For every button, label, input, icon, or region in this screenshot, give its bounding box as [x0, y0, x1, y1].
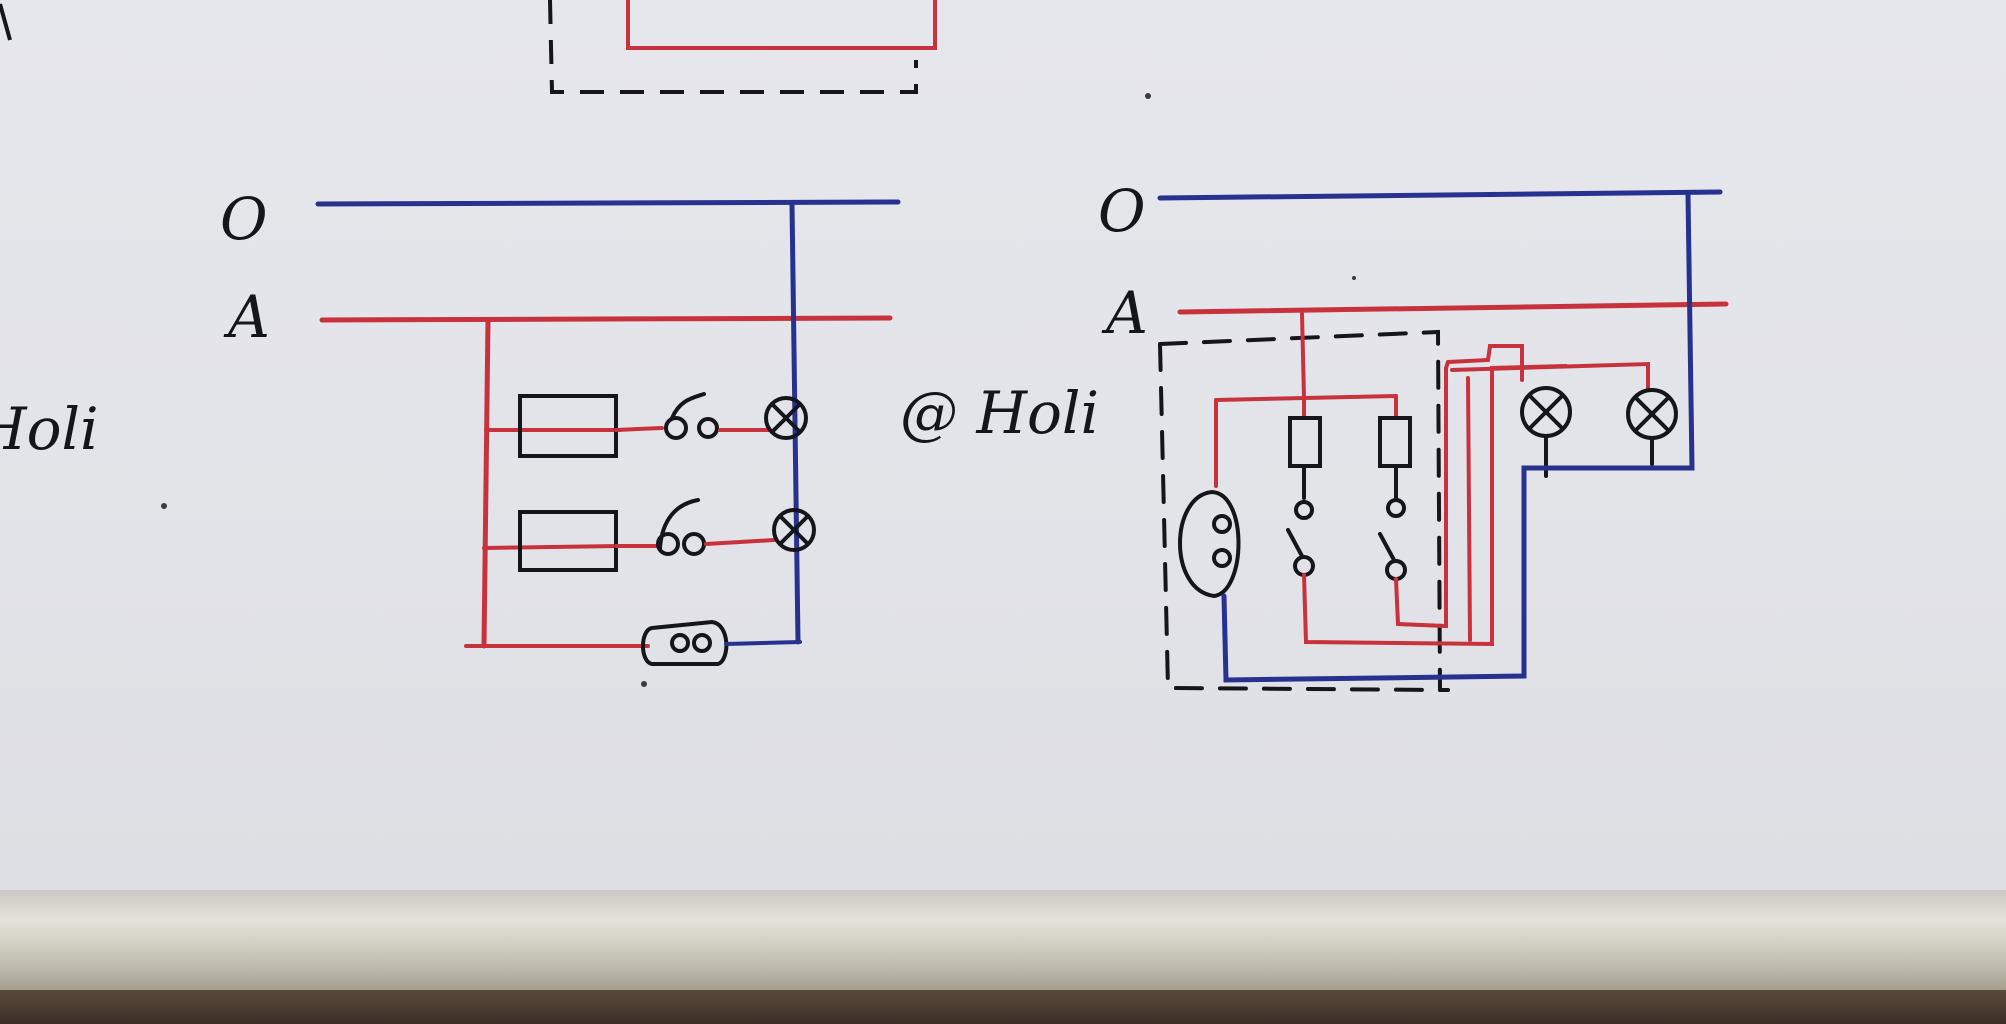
left-circuit [315, 199, 901, 666]
socket-right [1178, 489, 1241, 599]
lamp-feed-2 [1450, 361, 1650, 390]
socket [641, 619, 729, 666]
distribution-box-dashed [1158, 329, 1450, 692]
paper-specks [161, 93, 1356, 687]
right-neutral-bus [1157, 189, 1723, 201]
left-neutral-label: O [220, 185, 268, 253]
fuse-1 [518, 394, 618, 458]
fragment-dashed-box [548, 0, 918, 94]
right-circuit [1157, 189, 1729, 692]
left-bottom-neutral-wire [724, 640, 802, 646]
fragment-red-wire [626, 0, 937, 50]
switch-b [1378, 498, 1407, 581]
previous-diagram-fragment [0, 0, 937, 94]
left-phase-bus [319, 315, 893, 323]
lamp-1 [764, 396, 808, 440]
left-branch-2-wire-a [482, 544, 622, 550]
fuse-2 [518, 510, 618, 572]
switch-a-output [1302, 364, 1568, 647]
side-note: Holi [0, 400, 99, 458]
left-phase-label: A [228, 283, 270, 351]
fuse-b [1378, 416, 1412, 468]
floor-edge [0, 990, 2006, 1024]
right-phase-label: A [1106, 279, 1148, 347]
left-branch-2-wire-c [704, 538, 776, 546]
switch-b-output [1394, 360, 1450, 629]
mid-note-mark: @ [900, 379, 958, 447]
side-note-text: Holi [0, 395, 99, 463]
left-neutral-drop [789, 201, 801, 645]
whiteboard-tray [0, 890, 2006, 990]
lamp-a [1520, 386, 1572, 478]
lamp-b [1626, 388, 1678, 466]
right-phase-bus [1177, 301, 1729, 315]
right-neutral-return [1221, 191, 1695, 683]
mid-note-text: Holi [976, 379, 1100, 447]
switch-a [1286, 500, 1315, 577]
right-phase-drop [1214, 312, 1398, 402]
right-neutral-label: O [1098, 177, 1146, 245]
switch-1 [664, 392, 719, 440]
lamp-feed-1 [1446, 344, 1524, 382]
left-phase-drop [481, 317, 491, 649]
fragment-corner-mark [0, 3, 12, 41]
switch-2 [656, 498, 706, 556]
mid-note: @ Holi [900, 384, 1099, 442]
lamp-2 [772, 508, 816, 552]
left-branch-1-wire-b [614, 426, 664, 432]
left-neutral-bus [315, 199, 901, 207]
lamp-feed-3 [1466, 376, 1472, 642]
fuse-a [1288, 416, 1322, 468]
